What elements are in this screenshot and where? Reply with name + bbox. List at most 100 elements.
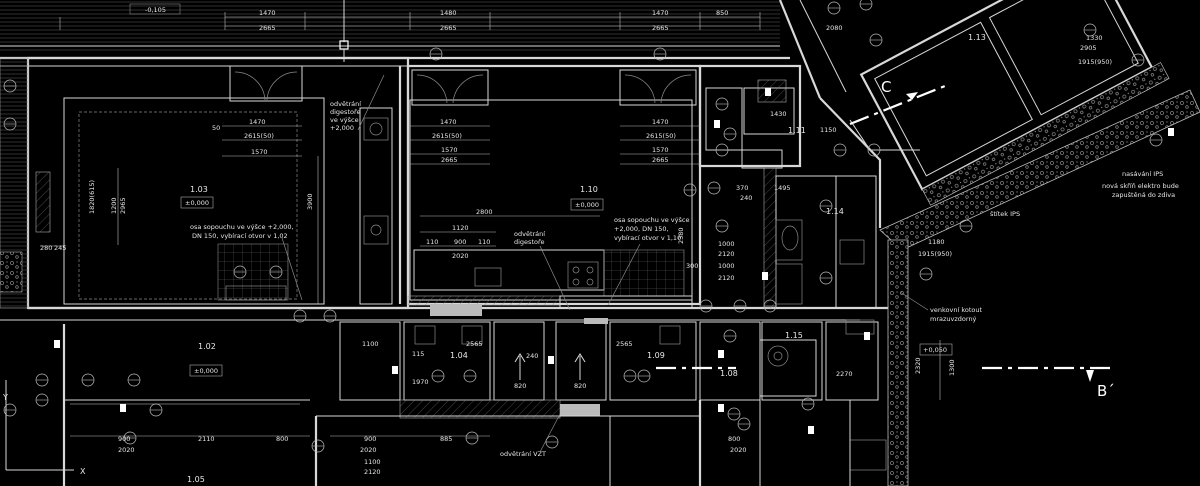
dim-label: 2110	[198, 435, 215, 443]
note-line: osa sopouchu ve výšce +2,000,	[190, 223, 294, 231]
dim-label: 1200	[110, 197, 118, 214]
dim-label: 820	[514, 382, 526, 390]
room-labels: 1.03 ±0,000 1.10 ±0,000 1.02 ±0,000 1.04…	[180, 33, 986, 484]
dim-label: 850	[716, 9, 728, 17]
dim-label: 245	[54, 244, 66, 252]
note-line: odvětrání	[514, 230, 545, 238]
level-mark: ±0,000	[185, 199, 209, 207]
dim-label: 1470	[249, 118, 266, 126]
annotations: odvětrání digestoře ve výšce +2,000 osa …	[190, 74, 1179, 458]
dim-label: 1180	[928, 238, 945, 246]
dim-label: 800	[728, 435, 740, 443]
dim-label: 240	[740, 194, 752, 202]
dim-label: 1970	[412, 378, 429, 386]
dim-label: 1570	[652, 146, 669, 154]
dim-label: 1100	[362, 340, 379, 348]
dim-label: 2615(50)	[646, 132, 676, 140]
kitchen-unit-right	[407, 249, 693, 309]
dim-label: 50	[212, 124, 220, 132]
dim-label: 2665	[652, 156, 669, 164]
room-label-1-08: 1.08	[720, 369, 738, 378]
dim-label: 2565	[466, 340, 483, 348]
note-line: odvětrání VZT	[500, 450, 546, 458]
room-label-1-14: 1.14	[826, 207, 844, 216]
dim-label: 2120	[364, 468, 381, 476]
dim-label: 2020	[730, 446, 747, 454]
dim-label: 900	[454, 238, 466, 246]
room-label-1-03: 1.03	[190, 185, 208, 194]
dim-label: 1120	[452, 224, 469, 232]
dim-label: 1300	[948, 359, 956, 376]
dim-label: 1150	[820, 126, 837, 134]
section-line-b: B´	[656, 366, 1115, 400]
dim-label: 3900	[306, 193, 314, 210]
note-line: odvětrání	[330, 100, 361, 108]
note-line: digestoře	[514, 238, 545, 246]
note-line: zapuštěná do zdiva	[1112, 191, 1175, 199]
lower-rooms	[64, 399, 851, 486]
dim-label: 1495	[774, 184, 791, 192]
dim-label: 370	[736, 184, 748, 192]
room-label-1-15: 1.15	[785, 331, 803, 340]
level-mark: ±0,000	[575, 201, 599, 209]
dim-label: 1915(950)	[1078, 58, 1112, 66]
dim-label: 1570	[441, 146, 458, 154]
level-mark: +0,050	[923, 346, 947, 354]
dim-label: 2320	[914, 357, 922, 374]
dim-label: 1000	[718, 262, 735, 270]
dim-label: 2020	[118, 446, 135, 454]
room-label-1-05: 1.05	[187, 475, 205, 484]
note-line: DN 150, vybírací otvor v 1,02	[192, 232, 288, 240]
note-line: vybírací otvor v 1,10	[614, 234, 681, 242]
right-core	[698, 64, 877, 309]
section-mark-b: B´	[1097, 382, 1115, 400]
room-label-1-04: 1.04	[450, 351, 468, 360]
section-mark-c: C	[881, 78, 891, 96]
dim-label: 900	[364, 435, 376, 443]
dim-label: 240	[526, 352, 538, 360]
dim-label: 1470	[652, 9, 669, 17]
dim-label: 2665	[259, 24, 276, 32]
note-line: venkovní kotout	[930, 306, 982, 314]
note-line: nová skříň elektro bude	[1102, 182, 1179, 190]
dim-label: 1820(615)	[88, 180, 96, 214]
room-label-1-13: 1.13	[968, 33, 986, 42]
dim-label: 900	[118, 435, 130, 443]
dim-label: 2615(50)	[432, 132, 462, 140]
circle-markers	[3, 0, 1163, 453]
note-line: ve výšce	[330, 116, 359, 124]
rotated-wing	[778, 0, 1200, 486]
dim-label: 1915(950)	[918, 250, 952, 258]
dim-label: 1470	[440, 118, 457, 126]
note-line: +2,000	[330, 124, 354, 132]
top-level-mark: -0,105	[145, 6, 166, 14]
dim-label: 820	[574, 382, 586, 390]
windows-top	[229, 65, 697, 106]
dim-label: 115	[412, 350, 424, 358]
room-dims: 1470 50 2615(50) 1570 1470 2615(50) 1570…	[40, 24, 1112, 476]
ucs-axes-icon: Y X	[2, 380, 86, 476]
note-line: +2,000, DN 150,	[614, 225, 669, 233]
dim-label: 1570	[251, 148, 268, 156]
dim-label: 110	[478, 238, 490, 246]
dim-label: 2665	[441, 156, 458, 164]
dim-label: 2080	[826, 24, 843, 32]
dim-label: 2020	[360, 446, 377, 454]
note-line: štítek IPS	[990, 210, 1020, 218]
dim-label: 1430	[770, 110, 787, 118]
section-line-c: C	[849, 78, 951, 126]
note-line: mrazuvzdorný	[930, 315, 977, 323]
dim-label: 1000	[718, 240, 735, 248]
vertical-dims: 3900 1200 2965 1820(615) 1300 2320 2380	[88, 156, 956, 400]
left-wing	[0, 57, 66, 486]
note-line: nasávání IPS	[1122, 170, 1163, 178]
dim-label: 2565	[616, 340, 633, 348]
level-mark: ±0,000	[194, 367, 218, 375]
dim-label: 280	[40, 244, 52, 252]
note-line: osa sopouchu ve výšce	[614, 216, 689, 224]
dim-label: 300	[686, 262, 698, 270]
dim-label: 110	[426, 238, 438, 246]
middle-rooms	[339, 304, 887, 471]
